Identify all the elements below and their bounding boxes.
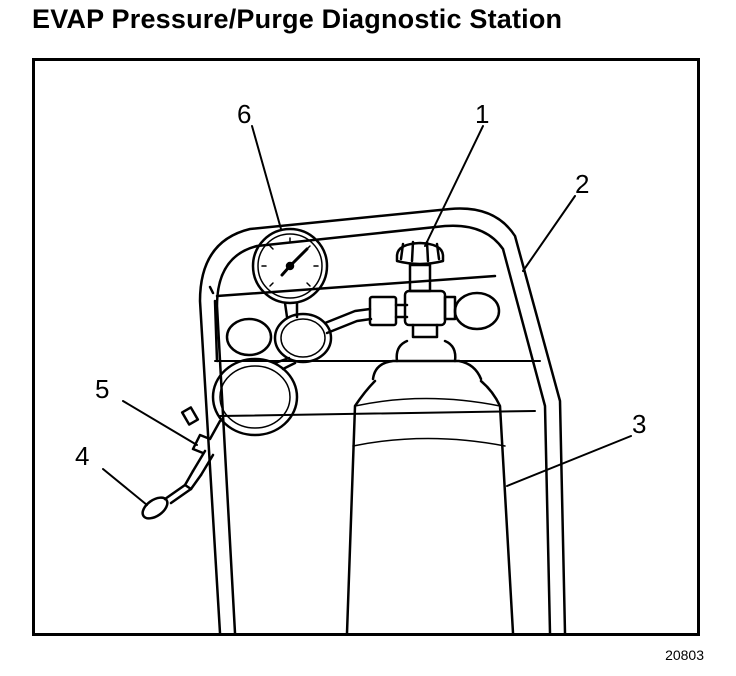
valve-fitting xyxy=(368,295,398,327)
leader-4 xyxy=(102,468,148,506)
callout-1: 1 xyxy=(475,99,489,129)
valve-body xyxy=(403,289,447,327)
leader-lines xyxy=(102,125,632,506)
diagnostic-station-illustration: 1 2 3 4 5 6 xyxy=(75,99,646,633)
nitrogen-cylinder xyxy=(345,339,515,633)
leader-2 xyxy=(522,195,576,272)
leader-6 xyxy=(251,125,282,230)
callout-6: 6 xyxy=(237,99,251,129)
regulator-upper xyxy=(273,295,409,364)
callout-4: 4 xyxy=(75,441,89,471)
diagram-frame: 1 2 3 4 5 6 xyxy=(32,58,700,636)
callout-2: 2 xyxy=(575,169,589,199)
leader-5 xyxy=(122,400,198,446)
cart-body xyxy=(198,207,567,633)
leader-1 xyxy=(424,125,484,247)
figure-number: 20803 xyxy=(665,647,704,663)
panel-opening-right xyxy=(453,291,501,331)
diagram-title: EVAP Pressure/Purge Diagnostic Station xyxy=(32,4,563,34)
callout-5: 5 xyxy=(95,374,109,404)
panel-opening-left xyxy=(225,317,273,357)
leader-3 xyxy=(506,435,632,487)
pressure-gauge xyxy=(251,227,329,319)
regulator-lower xyxy=(211,356,299,437)
hose-and-adapter xyxy=(141,406,222,520)
probe-tip xyxy=(141,496,169,520)
cylinder-valve-knob xyxy=(395,240,457,339)
callout-3: 3 xyxy=(632,409,646,439)
